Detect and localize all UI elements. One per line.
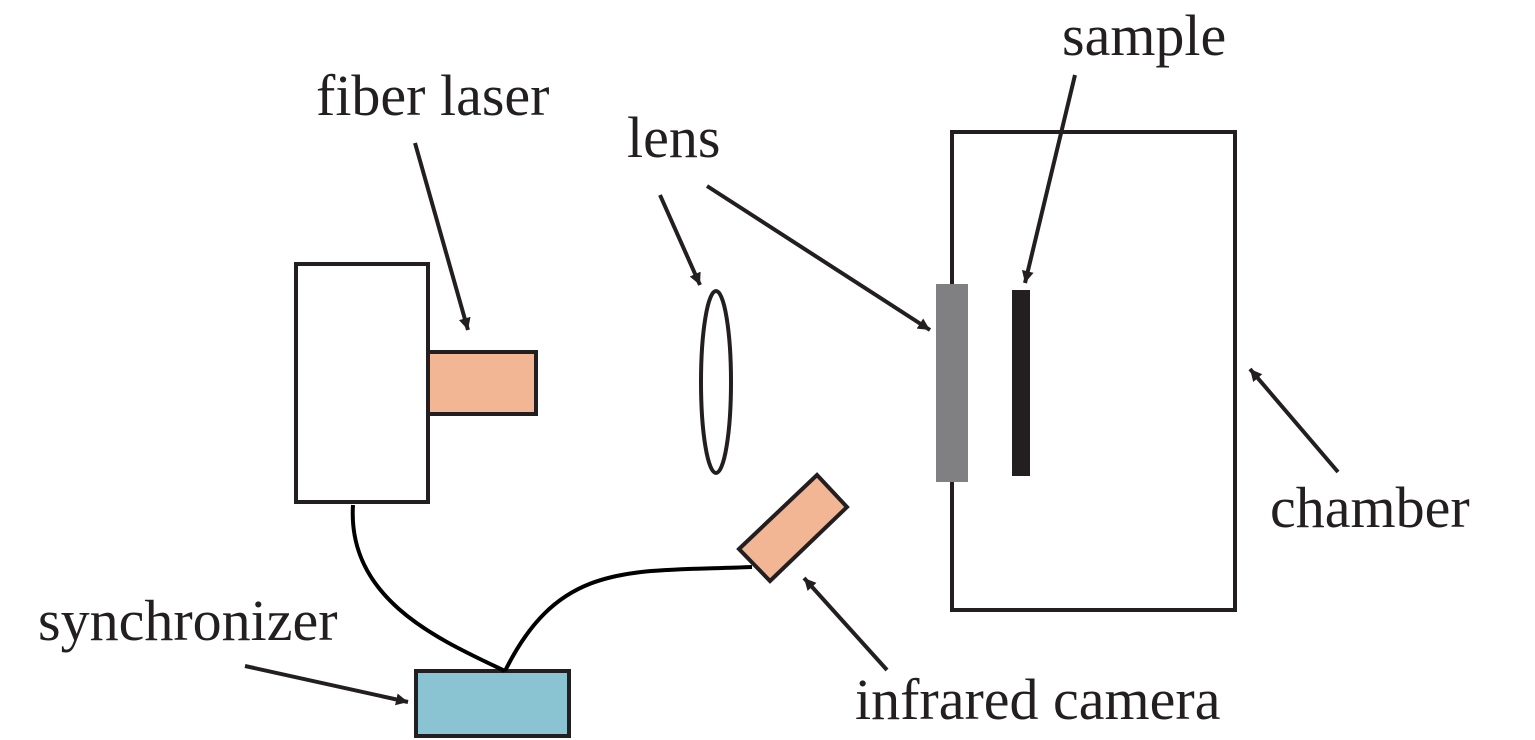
arrow-sample [1021, 74, 1077, 284]
label-lens: lens [627, 105, 720, 170]
lens [699, 289, 733, 475]
label-synchronizer: synchronizer [38, 588, 338, 653]
fiber-laser-head [426, 350, 538, 416]
label-fiber-laser: fiber laser [316, 63, 549, 128]
cable-laser-to-synchronizer [350, 504, 506, 673]
arrow-fiber-laser [413, 142, 471, 331]
chamber [950, 130, 1237, 612]
arrow-synchronizer [244, 664, 409, 706]
arrow-lens-to-window [705, 184, 932, 332]
cable-camera-to-synchronizer [503, 565, 753, 672]
chamber-window [936, 284, 968, 482]
fiber-laser-body [294, 262, 430, 504]
synchronizer [414, 669, 571, 738]
arrow-chamber [1248, 367, 1340, 474]
sample [1012, 290, 1030, 476]
label-sample: sample [1062, 3, 1226, 68]
infrared-camera [736, 472, 850, 584]
arrow-infrared-camera [802, 576, 889, 672]
label-chamber: chamber [1270, 475, 1470, 540]
arrow-lens [658, 194, 702, 286]
label-infrared-camera: infrared camera [855, 667, 1220, 732]
